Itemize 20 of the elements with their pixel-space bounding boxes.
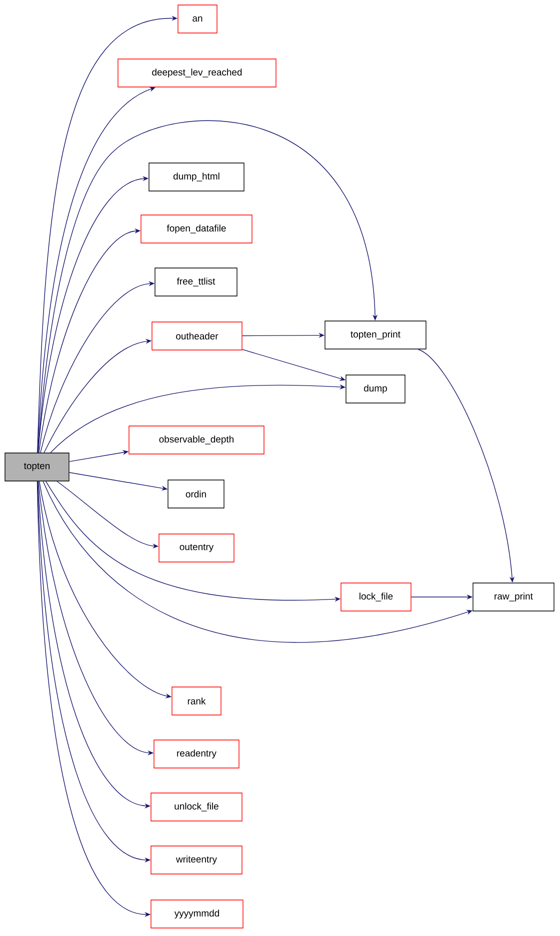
function-box: writeentry <box>150 846 242 874</box>
function-box: ordin <box>168 480 224 508</box>
function-box: raw_print <box>472 582 554 612</box>
function-box: topten_print <box>324 320 426 350</box>
function-box: fopen_datafile <box>140 214 252 244</box>
function-box: readentry <box>154 740 240 768</box>
function-box: rank <box>172 686 222 716</box>
function-box: dump <box>346 374 406 404</box>
arrow <box>38 120 378 453</box>
function-box: lock_file <box>340 582 412 612</box>
function-box: deepest_lev_reached <box>118 58 276 88</box>
function-box: topten <box>4 452 70 482</box>
function-box: outheader <box>152 322 242 350</box>
function-box: outentry <box>158 534 234 562</box>
function-box: free_ttlist <box>154 268 238 296</box>
function-box: an <box>178 4 218 34</box>
function-box: observable_depth <box>128 426 264 454</box>
function-box: yyyymmdd <box>150 900 244 928</box>
function-box: dump_html <box>148 162 244 192</box>
function-box: unlock_file <box>150 792 242 822</box>
